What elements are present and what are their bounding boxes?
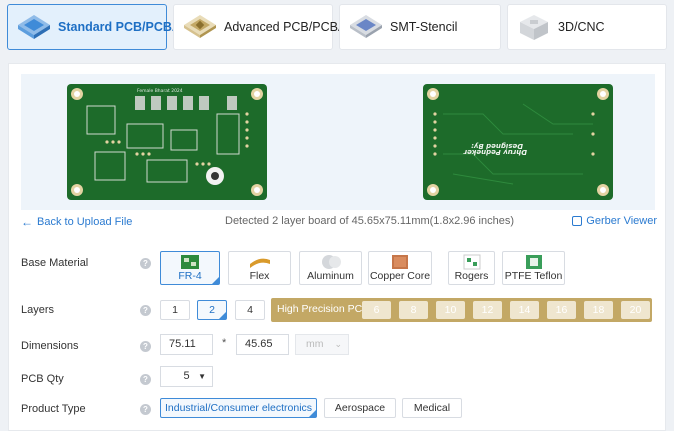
detected-board-text: Detected 2 layer board of 45.65x75.11mm(… <box>225 215 515 227</box>
chevron-down-icon: ⌄ <box>334 339 342 349</box>
pcb-top-text: Female Bharat 2024 <box>137 88 183 94</box>
material-fr4-button[interactable]: FR-4 <box>160 251 220 285</box>
copper-core-icon <box>392 255 408 269</box>
selected-corner-mark <box>219 312 226 319</box>
pcb-bottom-image: Designed By: Dhruv Pedneker <box>423 84 613 200</box>
material-ptfe-button[interactable]: PTFE Teflon <box>502 251 565 285</box>
tab-standard-pcb[interactable]: Standard PCB/PCBA <box>7 4 181 50</box>
tab-advanced-pcb[interactable]: Advanced PCB/PCBA <box>173 4 346 50</box>
pcb-qty-select[interactable]: 5 ▼ <box>160 366 213 387</box>
layers-option-20[interactable]: 20 <box>621 301 650 319</box>
layers-option-12[interactable]: 12 <box>473 301 502 319</box>
tab-smt-stencil[interactable]: SMT-Stencil <box>339 4 501 50</box>
help-icon[interactable]: ? <box>140 305 151 316</box>
dimension-separator: * <box>222 337 227 349</box>
product-tabs: Standard PCB/PCBA Advanced PCB/PCBA SMT-… <box>0 0 674 56</box>
pcb-bottom-text-1: Designed By: <box>471 142 523 150</box>
tab-label: 3D/CNC <box>558 20 605 34</box>
layers-option-1[interactable]: 1 <box>160 300 190 320</box>
width-input[interactable]: 45.65 <box>236 334 289 355</box>
pcb-bottom-text-2: Dhruv Pedneker <box>463 148 527 156</box>
high-precision-label: High Precision PCB <box>277 303 370 315</box>
layers-option-14[interactable]: 14 <box>510 301 539 319</box>
aluminum-icon <box>321 255 341 269</box>
length-input[interactable]: 75.11 <box>160 334 213 355</box>
layers-option-18[interactable]: 18 <box>584 301 613 319</box>
gerber-preview: Female Bharat 2024 Designed By: Dhruv Pe… <box>21 74 655 210</box>
flex-icon <box>249 258 270 268</box>
layers-option-4[interactable]: 4 <box>235 300 265 320</box>
material-aluminum-button[interactable]: Aluminum <box>299 251 362 285</box>
base-material-label: Base Material <box>21 257 89 269</box>
arrow-left-icon: ← <box>21 215 33 229</box>
tab-label: Advanced PCB/PCBA <box>224 20 347 34</box>
product-type-aerospace[interactable]: Aerospace <box>324 398 396 418</box>
layers-option-16[interactable]: 16 <box>547 301 576 319</box>
ptfe-icon <box>525 255 542 269</box>
product-type-label: Product Type <box>21 403 86 415</box>
help-icon[interactable]: ? <box>140 404 151 415</box>
layers-option-6[interactable]: 6 <box>362 301 391 319</box>
selected-corner-mark <box>309 410 316 417</box>
quote-panel: Female Bharat 2024 Designed By: Dhruv Pe… <box>8 63 666 431</box>
gerber-viewer-icon <box>572 216 583 226</box>
material-rogers-button[interactable]: Rogers <box>448 251 495 285</box>
layers-option-2[interactable]: 2 <box>197 300 227 320</box>
back-to-upload-link[interactable]: ← Back to Upload File <box>21 215 133 229</box>
pcb-top-image: Female Bharat 2024 <box>67 84 267 200</box>
rogers-icon <box>463 254 480 270</box>
layers-label: Layers <box>21 304 55 316</box>
help-icon[interactable]: ? <box>140 341 151 352</box>
fr4-icon <box>181 255 199 269</box>
help-icon[interactable]: ? <box>140 374 151 385</box>
material-flex-button[interactable]: Flex <box>228 251 291 285</box>
high-precision-pcb-group: High Precision PCB 6 8 10 12 14 16 18 20 <box>271 298 652 322</box>
caret-down-icon: ▼ <box>198 372 206 381</box>
advanced-pcb-icon <box>182 11 218 43</box>
cnc-icon <box>516 11 552 43</box>
selected-corner-mark <box>212 277 219 284</box>
standard-pcb-icon <box>16 11 52 43</box>
layers-option-8[interactable]: 8 <box>399 301 428 319</box>
unit-select[interactable]: mm ⌄ <box>295 334 349 355</box>
gerber-viewer-link[interactable]: Gerber Viewer <box>572 215 657 227</box>
stencil-icon <box>348 11 384 43</box>
pcb-qty-label: PCB Qty <box>21 373 64 385</box>
product-type-medical[interactable]: Medical <box>402 398 462 418</box>
material-copper-core-button[interactable]: Copper Core <box>368 251 432 285</box>
tab-3d-cnc[interactable]: 3D/CNC <box>507 4 667 50</box>
help-icon[interactable]: ? <box>140 258 151 269</box>
layers-option-10[interactable]: 10 <box>436 301 465 319</box>
tab-label: SMT-Stencil <box>390 20 458 34</box>
gerber-info-row: ← Back to Upload File Detected 2 layer b… <box>9 215 667 233</box>
tab-label: Standard PCB/PCBA <box>58 20 181 34</box>
product-type-industrial[interactable]: Industrial/Consumer electronics <box>160 398 317 418</box>
dimensions-label: Dimensions <box>21 340 79 352</box>
